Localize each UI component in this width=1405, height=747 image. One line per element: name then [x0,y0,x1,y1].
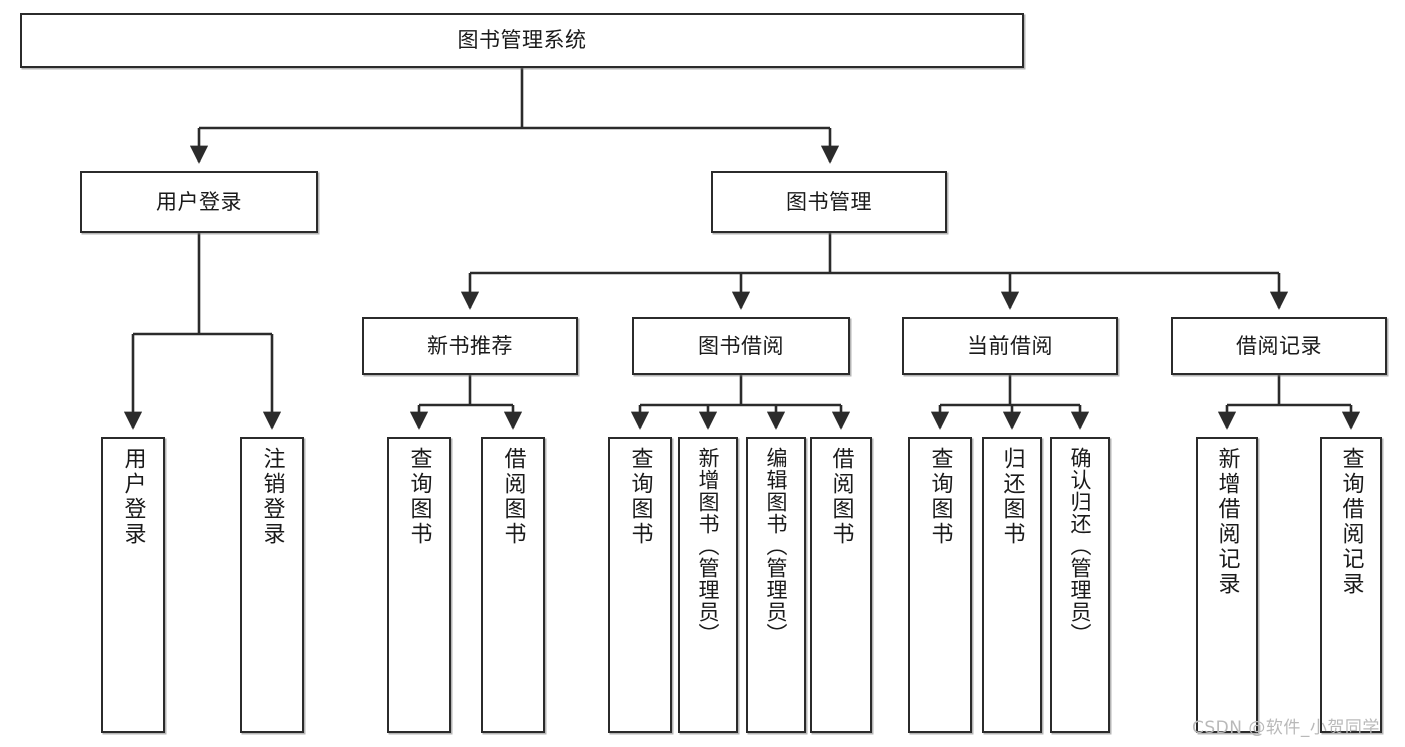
node-leaf-edit-book-admin[interactable]: 编辑图书（管理员） [746,437,806,733]
node-leaf-user-login[interactable]: 用户登录 [101,437,165,733]
node-leaf-query-book-3[interactable]: 查询图书 [908,437,972,733]
watermark-text: CSDN @软件_小贺同学 [1192,718,1380,738]
node-user-login-label: 用户登录 [156,189,242,214]
node-leaf-add-book-admin-label: 新增图书（管理员） [696,447,721,645]
node-leaf-query-book-1[interactable]: 查询图书 [387,437,451,733]
node-user-login[interactable]: 用户登录 [80,171,318,233]
node-leaf-return-book-label: 归还图书 [999,447,1025,547]
node-new-book-recommend[interactable]: 新书推荐 [362,317,578,375]
node-leaf-query-borrow-record-label: 查询借阅记录 [1338,447,1364,597]
node-borrow-record-label: 借阅记录 [1236,333,1322,358]
node-leaf-borrow-book-2[interactable]: 借阅图书 [810,437,872,733]
node-leaf-add-borrow-record-label: 新增借阅记录 [1214,447,1240,597]
node-leaf-borrow-book-1-label: 借阅图书 [500,447,526,547]
node-leaf-borrow-book-1[interactable]: 借阅图书 [481,437,545,733]
node-book-management-label: 图书管理 [786,189,872,214]
node-leaf-user-login-label: 用户登录 [120,447,146,547]
node-current-borrow-label: 当前借阅 [967,333,1053,358]
node-leaf-confirm-return-admin-label: 确认归还（管理员） [1068,447,1093,645]
node-new-book-recommend-label: 新书推荐 [427,333,513,358]
node-root-label: 图书管理系统 [457,28,587,53]
node-leaf-confirm-return-admin[interactable]: 确认归还（管理员） [1050,437,1110,733]
node-leaf-add-borrow-record[interactable]: 新增借阅记录 [1196,437,1258,733]
node-current-borrow[interactable]: 当前借阅 [902,317,1118,375]
node-book-borrow-label: 图书借阅 [698,333,784,358]
node-borrow-record[interactable]: 借阅记录 [1171,317,1387,375]
node-root[interactable]: 图书管理系统 [20,13,1024,68]
node-leaf-query-book-3-label: 查询图书 [927,447,953,547]
node-leaf-return-book[interactable]: 归还图书 [982,437,1042,733]
node-leaf-query-book-1-label: 查询图书 [406,447,432,547]
node-leaf-logout-label: 注销登录 [259,447,285,547]
node-book-management[interactable]: 图书管理 [711,171,947,233]
node-leaf-logout[interactable]: 注销登录 [240,437,304,733]
node-leaf-query-borrow-record[interactable]: 查询借阅记录 [1320,437,1382,733]
node-leaf-query-book-2[interactable]: 查询图书 [608,437,672,733]
node-leaf-query-book-2-label: 查询图书 [627,447,653,547]
node-leaf-borrow-book-2-label: 借阅图书 [828,447,854,547]
node-book-borrow[interactable]: 图书借阅 [632,317,850,375]
node-leaf-edit-book-admin-label: 编辑图书（管理员） [764,447,789,645]
node-leaf-add-book-admin[interactable]: 新增图书（管理员） [678,437,738,733]
